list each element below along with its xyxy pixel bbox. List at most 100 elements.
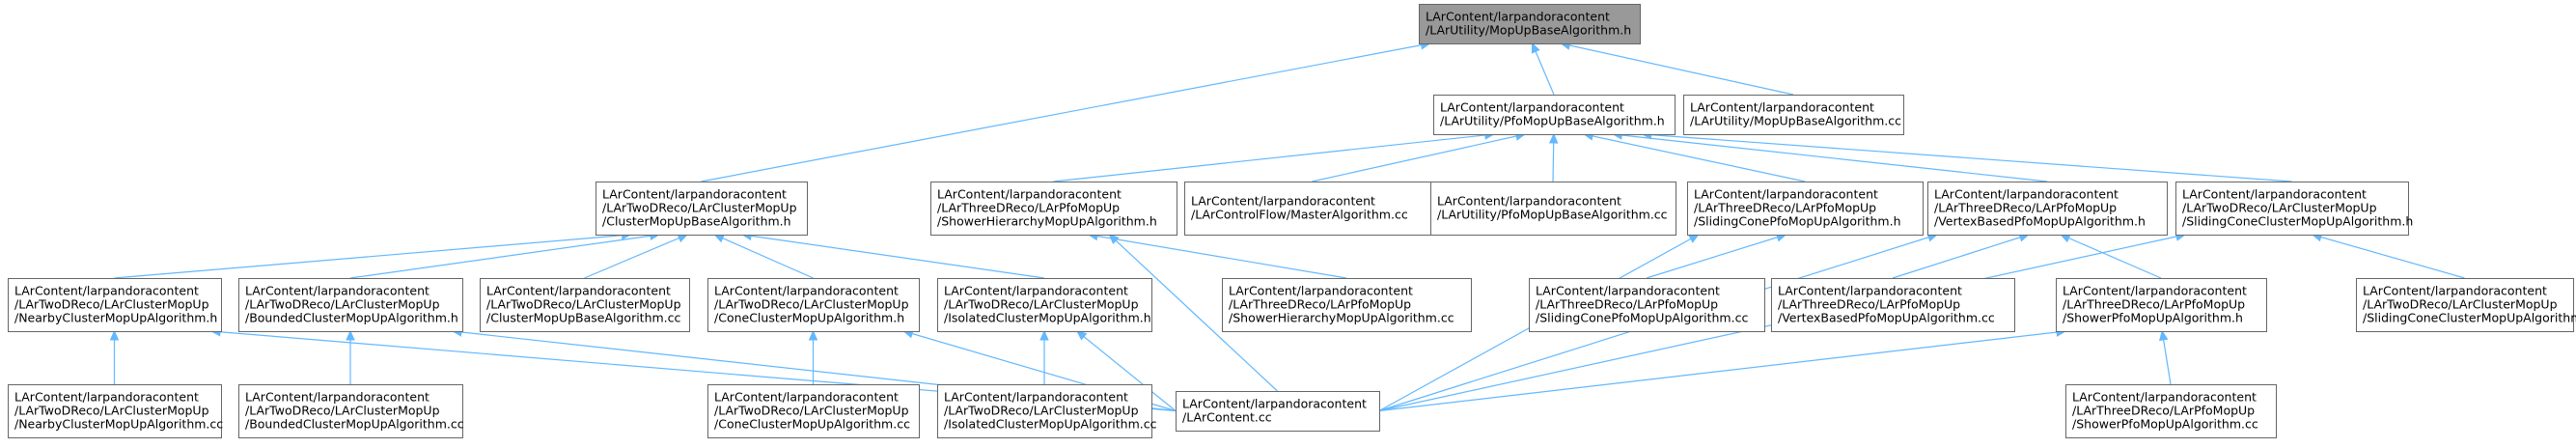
node-label-line: /LArTwoDReco/LArClusterMopUp	[14, 404, 209, 418]
arrowhead-pfomopbase_h-to-root	[1531, 42, 1540, 54]
edge-larcontent_cc-to-showerpfo_h	[1378, 330, 2066, 412]
node-nearby_cc[interactable]: LArContent/larpandoracontent/LArTwoDReco…	[8, 384, 224, 438]
node-showerpfo_cc[interactable]: LArContent/larpandoracontent/LArThreeDRe…	[2065, 384, 2277, 438]
node-label-line: /LArThreeDReco/LArPfoMopUp	[937, 201, 1120, 215]
edge-mopbase_cc-to-root	[1561, 42, 1794, 96]
node-cone_cc[interactable]: LArContent/larpandoracontent/LArTwoDReco…	[707, 384, 920, 438]
node-box	[2065, 384, 2277, 438]
node-box	[1683, 95, 1904, 135]
node-bounded_cc[interactable]: LArContent/larpandoracontent/LArTwoDReco…	[238, 384, 464, 438]
node-pfomopbase_h[interactable]: LArContent/larpandoracontent/LArUtility/…	[1433, 95, 1676, 135]
node-root: LArContent/larpandoracontent/LArUtility/…	[1419, 4, 1641, 44]
node-label-line: LArContent/larpandoracontent	[1690, 100, 1874, 115]
node-pfomopbase_cc[interactable]: LArContent/larpandoracontent/LArUtility/…	[1430, 182, 1676, 236]
edge-showerpfo_h-to-vertexpfo_h	[2060, 234, 2162, 279]
node-slidingconecl_h[interactable]: LArContent/larpandoracontent/LArTwoDReco…	[2175, 182, 2414, 236]
node-label-line: LArContent/larpandoracontent	[714, 390, 899, 405]
node-label-line: /ClusterMopUpBaseAlgorithm.h	[602, 214, 791, 229]
node-slidingconepfo_h[interactable]: LArContent/larpandoracontent/LArThreeDRe…	[1687, 182, 1924, 236]
node-label-line: /LArUtility/PfoMopUpBaseAlgorithm.h	[1440, 114, 1665, 128]
edges-layer	[109, 41, 2465, 412]
node-label-line: /BoundedClusterMopUpAlgorithm.h	[245, 311, 458, 325]
edge-clustermopbase_h-to-root	[701, 42, 1430, 182]
node-bounded_h[interactable]: LArContent/larpandoracontent/LArTwoDReco…	[238, 278, 463, 332]
node-slidingconepfo_cc[interactable]: LArContent/larpandoracontent/LArThreeDRe…	[1529, 278, 1765, 332]
node-label-line: /VertexBasedPfoMopUpAlgorithm.h	[1934, 214, 2146, 229]
node-label-line: LArContent/larpandoracontent	[14, 284, 199, 298]
node-label-line: LArContent/larpandoracontent	[2363, 284, 2547, 298]
node-box	[707, 384, 920, 438]
arrowhead-larcontent_cc-to-showerhier_h	[1108, 234, 1120, 244]
node-label-line: /LArControlFlow/MasterAlgorithm.cc	[1191, 208, 1408, 222]
node-isolated_cc[interactable]: LArContent/larpandoracontent/LArTwoDReco…	[937, 384, 1157, 438]
node-mopbase_cc[interactable]: LArContent/larpandoracontent/LArUtility/…	[1683, 95, 1904, 135]
node-box	[1529, 278, 1765, 332]
node-label-line: LArContent/larpandoracontent	[944, 284, 1128, 298]
node-label-line: /LArThreeDReco/LArPfoMopUp	[1934, 201, 2117, 215]
node-label-line: /LArThreeDReco/LArPfoMopUp	[1229, 297, 1411, 312]
arrowhead-showerpfo_cc-to-showerpfo_h	[2158, 329, 2169, 342]
edge-pfomopbase_h-to-root	[1532, 42, 1555, 96]
node-vertexpfo_cc[interactable]: LArContent/larpandoracontent/LArThreeDRe…	[1771, 278, 2015, 332]
arrowhead-nearby_cc-to-nearby_h	[109, 329, 120, 341]
node-label-line: /BoundedClusterMopUpAlgorithm.cc	[245, 417, 464, 432]
node-label-line: /SlidingConePfoMopUpAlgorithm.h	[1694, 214, 1901, 229]
node-showerhier_h[interactable]: LArContent/larpandoracontent/LArThreeDRe…	[930, 182, 1177, 236]
node-box	[1176, 391, 1380, 432]
node-box	[8, 384, 222, 438]
edge-slidingconepfo_h-to-pfomopbase_h	[1584, 133, 1806, 182]
node-label-line: /SlidingConeClusterMopUpAlgorithm.cc	[2363, 311, 2576, 325]
edge-slidingconecl_h-to-pfomopbase_h	[1642, 133, 2292, 182]
node-label-line: /LArThreeDReco/LArPfoMopUp	[2063, 297, 2245, 312]
node-label-line: LArContent/larpandoracontent	[1426, 10, 1610, 24]
arrowhead-larcontent_cc-to-slidingconepfo_h	[1688, 234, 1700, 243]
node-slidingconecl_cc[interactable]: LArContent/larpandoracontent/LArTwoDReco…	[2356, 278, 2576, 332]
node-label-line: LArContent/larpandoracontent	[1778, 284, 1962, 298]
node-box	[2175, 182, 2409, 236]
node-label-line: LArContent/larpandoracontent	[245, 390, 429, 405]
node-label-line: /LArTwoDReco/LArClusterMopUp	[2363, 297, 2558, 312]
node-label-line: /SlidingConeClusterMopUpAlgorithm.h	[2182, 214, 2413, 229]
edge-slidingconepfo_cc-to-slidingconepfo_h	[1646, 234, 1787, 279]
node-label-line: /LArTwoDReco/LArClusterMopUp	[245, 297, 440, 312]
node-label-line: /ShowerPfoMopUpAlgorithm.h	[2063, 311, 2243, 325]
edge-slidingconecl_cc-to-slidingconecl_h	[2312, 234, 2465, 279]
arrowhead-pfomopbase_cc-to-pfomopbase_h	[1548, 132, 1559, 144]
node-label-line: /LArUtility/PfoMopUpBaseAlgorithm.cc	[1437, 208, 1668, 222]
edge-larcontent_cc-to-isolated_h	[1076, 330, 1177, 411]
node-label-line: LArContent/larpandoracontent	[14, 390, 199, 405]
node-label-line: LArContent/larpandoracontent	[2063, 284, 2247, 298]
node-larcontent_cc[interactable]: LArContent/larpandoracontent/LArContent.…	[1176, 391, 1380, 432]
node-label-line: /LArTwoDReco/LArClusterMopUp	[2182, 201, 2377, 215]
node-box	[707, 278, 920, 332]
node-label-line: /LArTwoDReco/LArClusterMopUp	[944, 404, 1139, 418]
edge-clustermopbase_cc-to-clustermopbase_h	[584, 234, 688, 279]
node-master_cc[interactable]: LArContent/larpandoracontent/LArControlF…	[1184, 182, 1441, 236]
node-showerpfo_h[interactable]: LArContent/larpandoracontent/LArThreeDRe…	[2056, 278, 2267, 332]
node-showerhier_cc[interactable]: LArContent/larpandoracontent/LArThreeDRe…	[1222, 278, 1472, 332]
node-box	[1222, 278, 1472, 332]
node-label-line: LArContent/larpandoracontent	[1934, 187, 2119, 202]
node-label-line: /ShowerHierarchyMopUpAlgorithm.cc	[1229, 311, 1454, 325]
node-label-line: /ConeClusterMopUpAlgorithm.cc	[714, 417, 910, 432]
node-box	[1430, 182, 1676, 236]
node-label-line: LArContent/larpandoracontent	[937, 187, 1122, 202]
node-box	[480, 278, 690, 332]
node-vertexpfo_h[interactable]: LArContent/larpandoracontent/LArThreeDRe…	[1927, 182, 2168, 236]
node-clustermopbase_h[interactable]: LArContent/larpandoracontent/LArTwoDReco…	[596, 182, 808, 236]
node-nearby_h[interactable]: LArContent/larpandoracontent/LArTwoDReco…	[8, 278, 222, 332]
node-box	[238, 278, 463, 332]
node-isolated_h[interactable]: LArContent/larpandoracontent/LArTwoDReco…	[937, 278, 1152, 332]
node-label-line: LArContent/larpandoracontent	[1694, 187, 1878, 202]
nodes-layer: LArContent/larpandoracontent/LArUtility/…	[8, 4, 2576, 438]
node-label-line: LArContent/larpandoracontent	[1182, 397, 1367, 411]
arrowhead-cone_h-to-clustermopbase_h	[713, 234, 726, 243]
node-label-line: /LArTwoDReco/LArClusterMopUp	[714, 404, 909, 418]
node-cone_h[interactable]: LArContent/larpandoracontent/LArTwoDReco…	[707, 278, 920, 332]
node-label-line: /ShowerHierarchyMopUpAlgorithm.h	[937, 214, 1157, 229]
node-label-line: /LArUtility/MopUpBaseAlgorithm.h	[1426, 23, 1631, 38]
node-label-line: LArContent/larpandoracontent	[944, 390, 1128, 405]
node-clustermopbase_cc[interactable]: LArContent/larpandoracontent/LArTwoDReco…	[480, 278, 690, 332]
node-label-line: /IsolatedClusterMopUpAlgorithm.cc	[944, 417, 1157, 432]
